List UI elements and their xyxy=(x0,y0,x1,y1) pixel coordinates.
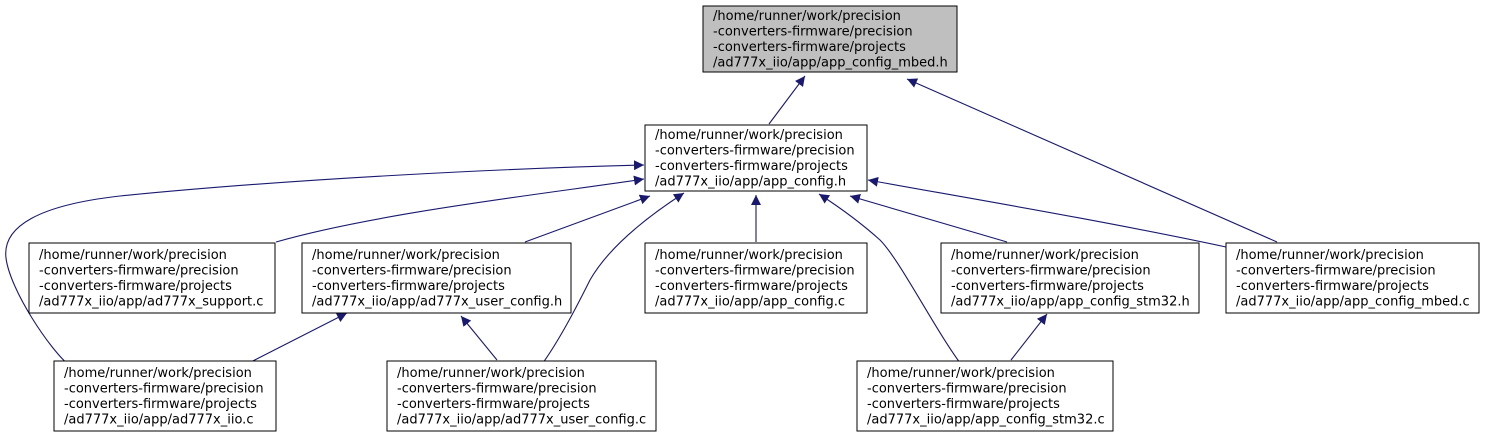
node-box xyxy=(940,242,1200,314)
node-label-line: -converters-firmware/precision xyxy=(951,264,1151,279)
node-box xyxy=(1225,242,1480,314)
edge-app-config-mbed-c-to-root xyxy=(906,78,1278,243)
node-label-line: /home/runner/work/precision xyxy=(1236,248,1424,263)
node-label-line: /ad777x_iio/app/ad777x_user_config.h xyxy=(312,295,562,310)
node-label-line: /ad777x_iio/app/app_config.c xyxy=(655,295,845,310)
node-label-line: /ad777x_iio/app/app_config_mbed.h xyxy=(713,56,948,71)
node-app-config-h[interactable]: /home/runner/work/precision-converters-f… xyxy=(644,124,868,192)
node-label-line: -converters-firmware/projects xyxy=(397,397,590,412)
node-label-line: -converters-firmware/precision xyxy=(39,264,239,279)
edge-ad777x-iio-c-to-app-config-h xyxy=(5,160,645,367)
node-label-line: /ad777x_iio/app/app_config.h xyxy=(655,175,846,190)
node-label-line: -converters-firmware/precision xyxy=(655,144,855,159)
node-label-line: -converters-firmware/precision xyxy=(713,25,913,40)
node-label-line: -converters-firmware/projects xyxy=(713,40,906,55)
node-root: /home/runner/work/precision-converters-f… xyxy=(702,5,958,73)
node-label-line: /home/runner/work/precision xyxy=(312,248,500,263)
node-app-config-stm32-h[interactable]: /home/runner/work/precision-converters-f… xyxy=(940,242,1200,314)
edge-ad777x-user-config-h-to-app-config-h xyxy=(524,194,651,243)
node-label-line: /home/runner/work/precision xyxy=(951,248,1139,263)
node-box xyxy=(702,5,958,73)
edge-app-config-mbed-c-to-app-config-h xyxy=(867,176,1227,248)
node-box xyxy=(301,242,572,314)
node-app-config-c[interactable]: /home/runner/work/precision-converters-f… xyxy=(644,242,868,314)
nodes-layer: /home/runner/work/precision-converters-f… xyxy=(28,5,1480,432)
node-box xyxy=(856,360,1114,432)
node-app-config-stm32-c[interactable]: /home/runner/work/precision-converters-f… xyxy=(856,360,1114,432)
edge-app-config-stm32-c-to-app-config-stm32-h xyxy=(1010,313,1048,361)
node-label-line: -converters-firmware/projects xyxy=(655,159,848,174)
node-box xyxy=(28,242,276,314)
node-label-line: /ad777x_iio/app/ad777x_iio.c xyxy=(64,413,253,428)
node-ad777x-user-config-c[interactable]: /home/runner/work/precision-converters-f… xyxy=(386,360,657,432)
node-label-line: /ad777x_iio/app/ad777x_user_config.c xyxy=(397,413,646,428)
node-label-line: /home/runner/work/precision xyxy=(655,128,843,143)
node-label-line: /ad777x_iio/app/app_config_stm32.c xyxy=(867,413,1105,428)
node-label-line: /ad777x_iio/app/ad777x_support.c xyxy=(39,295,263,310)
node-label-line: -converters-firmware/precision xyxy=(1236,264,1436,279)
node-label-line: /home/runner/work/precision xyxy=(64,366,252,381)
node-label-line: -converters-firmware/projects xyxy=(312,279,505,294)
edge-ad777x-iio-c-to-ad777x-user-config-h xyxy=(242,312,348,367)
node-ad777x-support-c[interactable]: /home/runner/work/precision-converters-f… xyxy=(28,242,276,314)
node-label-line: /home/runner/work/precision xyxy=(867,366,1055,381)
node-ad777x-user-config-h[interactable]: /home/runner/work/precision-converters-f… xyxy=(301,242,572,314)
edge-ad777x-user-config-c-to-app-config-h xyxy=(539,192,685,368)
node-label-line: -converters-firmware/projects xyxy=(951,279,1144,294)
node-label-line: -converters-firmware/precision xyxy=(397,382,597,397)
node-label-line: -converters-firmware/projects xyxy=(655,279,848,294)
node-label-line: -converters-firmware/precision xyxy=(64,382,264,397)
node-label-line: -converters-firmware/precision xyxy=(867,382,1067,397)
node-label-line: -converters-firmware/projects xyxy=(64,397,257,412)
node-label-line: -converters-firmware/projects xyxy=(39,279,232,294)
node-label-line: -converters-firmware/precision xyxy=(655,264,855,279)
node-label-line: /home/runner/work/precision xyxy=(655,248,843,263)
edge-ad777x-support-c-to-app-config-h xyxy=(275,175,645,243)
node-box xyxy=(644,242,868,314)
edges-layer xyxy=(5,75,1278,368)
edge-app-config-h-to-root xyxy=(768,75,806,125)
node-label-line: /ad777x_iio/app/app_config_mbed.c xyxy=(1236,295,1470,310)
node-ad777x-iio-c[interactable]: /home/runner/work/precision-converters-f… xyxy=(53,360,277,432)
node-box xyxy=(644,124,868,192)
node-label-line: /home/runner/work/precision xyxy=(713,9,901,24)
edge-app-config-stm32-h-to-app-config-h xyxy=(849,194,1008,243)
node-label-line: -converters-firmware/precision xyxy=(312,264,512,279)
node-box xyxy=(386,360,657,432)
node-label-line: /home/runner/work/precision xyxy=(39,248,227,263)
edge-ad777x-user-config-c-to-ad777x-user-config-h xyxy=(460,315,498,361)
node-label-line: /ad777x_iio/app/app_config_stm32.h xyxy=(951,295,1190,310)
node-label-line: -converters-firmware/projects xyxy=(867,397,1060,412)
node-label-line: /home/runner/work/precision xyxy=(397,366,585,381)
node-app-config-mbed-c[interactable]: /home/runner/work/precision-converters-f… xyxy=(1225,242,1480,314)
node-label-line: -converters-firmware/projects xyxy=(1236,279,1429,294)
edge-app-config-stm32-c-to-app-config-h xyxy=(818,193,964,368)
node-box xyxy=(53,360,277,432)
